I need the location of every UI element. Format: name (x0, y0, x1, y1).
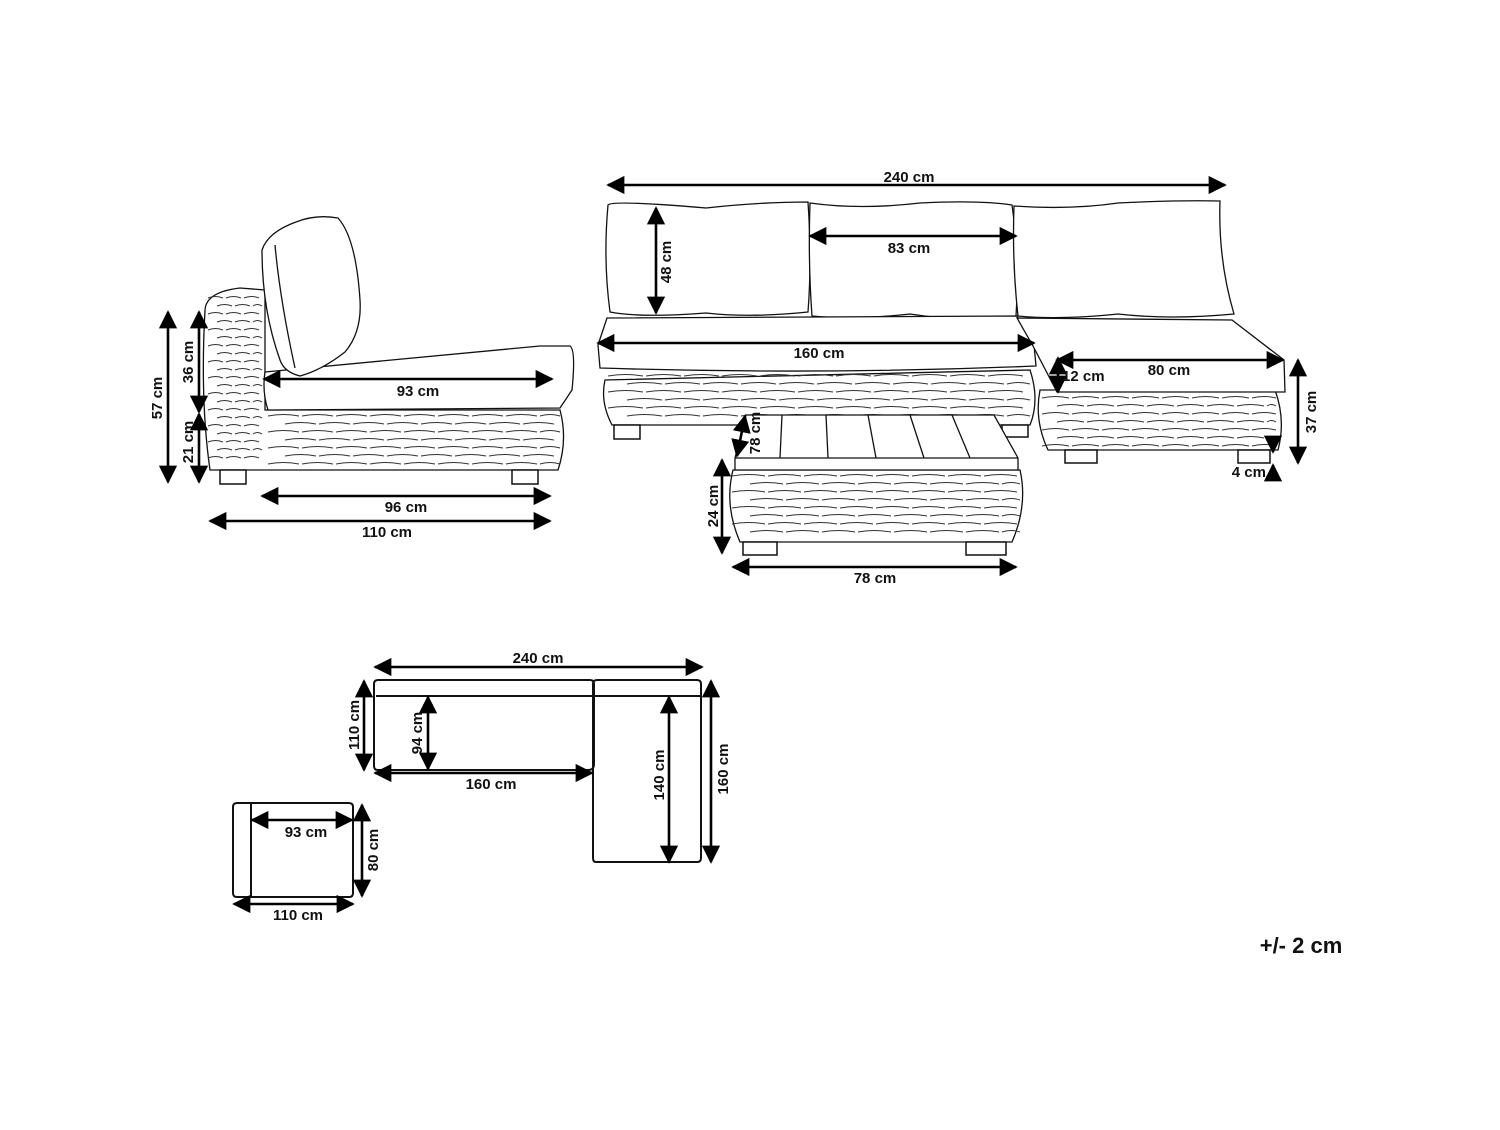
chair-back-height-label: 36 cm (180, 341, 197, 384)
sofa-back-cushion-middle (808, 201, 1018, 320)
plan-chaise-total-label: 160 cm (715, 744, 732, 795)
plan-total-width-label: 240 cm (513, 650, 564, 667)
sofa-cushion-width-label: 83 cm (888, 240, 931, 257)
leg-height-label: 4 cm (1232, 464, 1266, 481)
sofa-back-cushion-left (605, 201, 811, 316)
tolerance-note: +/- 2 cm (1260, 933, 1343, 958)
floor-plan (232, 679, 702, 898)
coffee-table-drawing (729, 414, 1024, 556)
dimension-lines (158, 175, 1308, 914)
table-height-label: 24 cm (705, 485, 722, 528)
table-leg-right (965, 541, 1007, 556)
plan-seat-depth-label: 94 cm (409, 712, 426, 755)
plan-sofa-outline (373, 679, 595, 771)
sofa-leg-chaise-left (1064, 449, 1098, 464)
table-wicker-base (729, 469, 1024, 543)
chair-wicker-base (202, 287, 565, 471)
plan-sofa-depth-label: 110 cm (346, 700, 363, 750)
plan-chair-depth-label: 80 cm (365, 829, 382, 872)
plan-chaise-outline (592, 679, 702, 863)
sofa-back-height-label: 48 cm (658, 241, 675, 284)
sofa-back-cushion-right (1012, 200, 1235, 319)
chaise-height-label: 37 cm (1303, 391, 1320, 434)
chaise-width-label: 80 cm (1148, 362, 1191, 379)
dimension-labels: 57 cm 36 cm 21 cm 93 cm 96 cm 110 cm 240… (149, 169, 1342, 958)
cushion-thickness-label: 12 cm (1062, 368, 1105, 385)
chair-leg-back (511, 469, 539, 485)
sofa-wicker-base (602, 369, 1282, 451)
chair-base-width-label: 96 cm (385, 499, 428, 516)
plan-chair-width-label: 110 cm (273, 907, 323, 924)
table-width-label: 78 cm (854, 570, 897, 587)
table-top (734, 414, 1019, 471)
table-depth-label: 78 cm (747, 412, 764, 455)
chair-height-total-label: 57 cm (149, 377, 166, 420)
chair-seat-depth-label: 93 cm (397, 383, 440, 400)
lounge-chair-drawing (202, 216, 575, 485)
table-leg-left (742, 541, 778, 556)
sofa-seat-width-label: 160 cm (794, 345, 845, 362)
plan-chair-seat-label: 93 cm (285, 824, 328, 841)
plan-seat-width-label: 160 cm (466, 776, 517, 793)
sofa-leg-chaise-right (1237, 449, 1271, 464)
plan-chaise-length-label: 140 cm (651, 750, 668, 801)
sofa-total-width-label: 240 cm (884, 169, 935, 186)
chair-total-width-label: 110 cm (362, 524, 412, 541)
chair-seat-height-label: 21 cm (180, 421, 197, 464)
chair-back-cushion (261, 216, 361, 377)
chair-leg-front (219, 469, 247, 485)
sofa-leg-left (613, 424, 641, 440)
